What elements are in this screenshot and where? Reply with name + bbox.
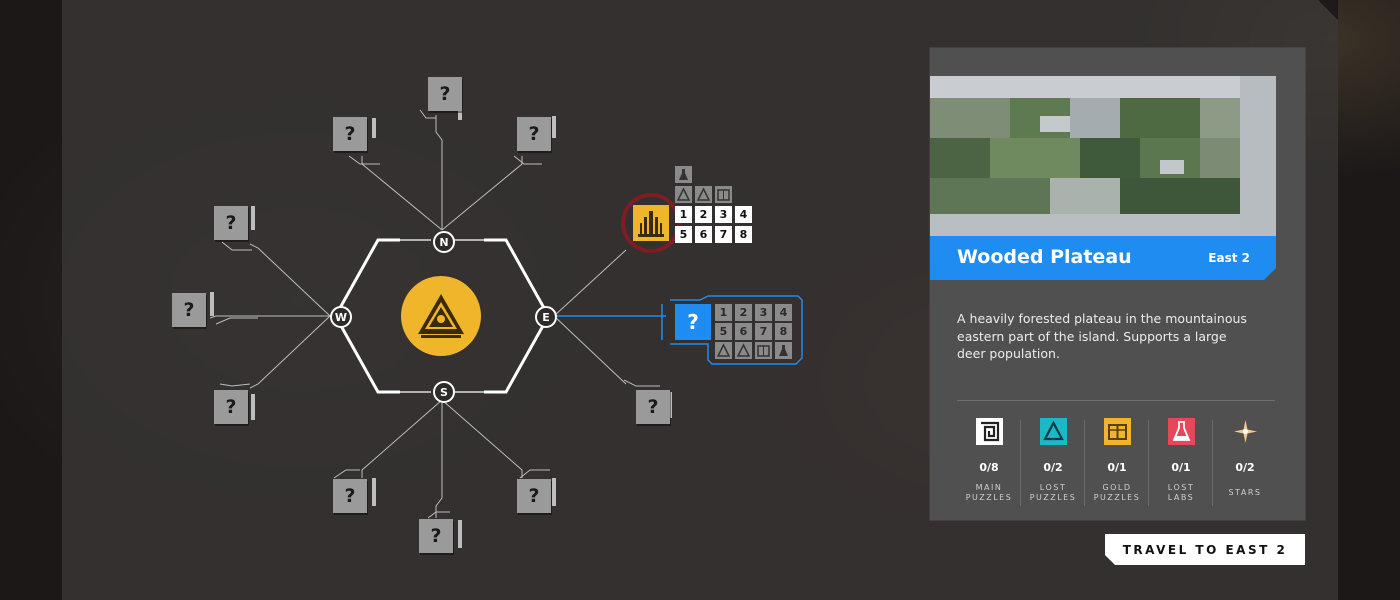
- unknown-region-sw[interactable]: ?: [333, 479, 367, 513]
- east1-puzzle-5: 5: [675, 226, 692, 243]
- location-name: Wooded Plateau: [957, 246, 1132, 268]
- unknown-region-w[interactable]: ?: [172, 293, 206, 327]
- stat-separator: [1212, 420, 1213, 506]
- east2-puzzle-4: 4: [775, 304, 792, 321]
- stat-separator: [1084, 420, 1085, 506]
- location-preview-image: [930, 76, 1276, 236]
- maze-icon: [976, 418, 1003, 445]
- location-description: A heavily forested plateau in the mounta…: [957, 311, 1247, 361]
- east2-lost-puzzle-icon-2: [735, 342, 752, 359]
- east1-lost-puzzle-icon: [675, 186, 692, 203]
- east2-puzzle-1: 1: [715, 304, 732, 321]
- compass-north[interactable]: N: [433, 231, 455, 253]
- east2-puzzle-7: 7: [755, 323, 772, 340]
- map-spokes: [209, 115, 627, 518]
- compass-east[interactable]: E: [535, 306, 557, 328]
- location-title-bar: Wooded Plateau East 2: [930, 236, 1276, 280]
- stats-divider: [957, 400, 1275, 401]
- location-region: East 2: [1208, 251, 1250, 265]
- gold-pillar-icon: [638, 211, 664, 237]
- unknown-region-ne[interactable]: ?: [517, 117, 551, 151]
- east2-selection-frame: [661, 295, 803, 365]
- east2-puzzle-2: 2: [735, 304, 752, 321]
- triangle-icon: [1040, 418, 1067, 445]
- east1-puzzle-1: 1: [675, 206, 692, 223]
- east2-gold-gate-icon: [755, 342, 772, 359]
- east1-puzzle-2: 2: [695, 206, 712, 223]
- east1-puzzle-8: 8: [735, 226, 752, 243]
- unknown-region-se[interactable]: ?: [517, 479, 551, 513]
- selected-ring: [621, 193, 681, 253]
- stat-stars: 0/2 STARS: [1213, 418, 1277, 508]
- east1-puzzle-4: 4: [735, 206, 752, 223]
- east1-lost-puzzle-icon-2: [695, 186, 712, 203]
- pyramid-emblem-icon[interactable]: [401, 276, 481, 356]
- east1-puzzle-6: 6: [695, 226, 712, 243]
- east1-node[interactable]: [633, 205, 669, 241]
- compass-west[interactable]: W: [330, 306, 352, 328]
- stat-separator: [1020, 420, 1021, 506]
- east1-puzzle-3: 3: [715, 206, 732, 223]
- east2-lab-icon: [775, 342, 792, 359]
- unknown-region-nw[interactable]: ?: [333, 117, 367, 151]
- travel-button[interactable]: TRAVEL TO EAST 2: [1105, 534, 1305, 565]
- unknown-region-s[interactable]: ?: [419, 519, 453, 553]
- central-hexagon: [338, 238, 546, 394]
- unknown-region-n[interactable]: ?: [428, 77, 462, 111]
- unknown-region-ese[interactable]: ?: [636, 390, 670, 424]
- stat-separator: [1148, 420, 1149, 506]
- unknown-region-wsw[interactable]: ?: [214, 390, 248, 424]
- stat-count: 0/1: [1171, 461, 1191, 474]
- unknown-region-wnw[interactable]: ?: [214, 206, 248, 240]
- flask-icon: [1168, 418, 1195, 445]
- stat-count: 0/8: [979, 461, 999, 474]
- compass-south[interactable]: S: [433, 381, 455, 403]
- east2-puzzle-5: 5: [715, 323, 732, 340]
- east2-node[interactable]: ?: [675, 304, 711, 340]
- stat-count: 0/1: [1107, 461, 1127, 474]
- stat-count: 0/2: [1043, 461, 1063, 474]
- stat-count: 0/2: [1235, 461, 1255, 474]
- east2-puzzle-6: 6: [735, 323, 752, 340]
- star-icon: [1232, 418, 1259, 445]
- gold-gate-icon: [1104, 418, 1131, 445]
- east2-puzzle-3: 3: [755, 304, 772, 321]
- stat-label: STARS: [1228, 488, 1262, 497]
- east2-puzzle-8: 8: [775, 323, 792, 340]
- east1-lab-icon: [675, 166, 692, 183]
- east1-puzzle-7: 7: [715, 226, 732, 243]
- east2-lost-puzzle-icon: [715, 342, 732, 359]
- east1-gold-gate-icon: [715, 186, 732, 203]
